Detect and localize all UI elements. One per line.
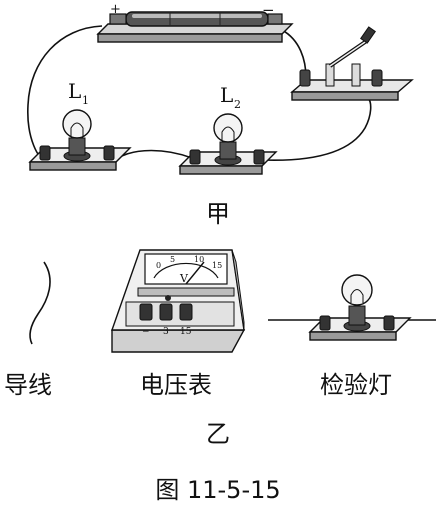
label-voltmeter: 电压表 (140, 371, 212, 399)
lamp-l2 (178, 113, 278, 175)
meter-terminal-3: 3 (163, 327, 169, 337)
voltmeter (111, 249, 246, 353)
lamp-l1-subscript: 1 (82, 94, 89, 107)
meter-tick-10: 10 (194, 255, 204, 264)
lamp-l2-label: L (220, 83, 233, 107)
test-lamp (308, 274, 412, 341)
meter-tick-15: 15 (212, 261, 222, 270)
meter-tick-5: 5 (170, 255, 175, 264)
label-wire: 导线 (4, 371, 52, 399)
switch (290, 26, 414, 101)
meter-tick-0: 0 (156, 261, 161, 270)
meter-terminal-negative: − (142, 327, 150, 337)
battery-positive-sign: + (110, 2, 121, 17)
caption-yi: 乙 (206, 420, 230, 448)
lamp-l2-subscript: 2 (234, 98, 241, 111)
lamp-l1-label: L (68, 79, 81, 103)
battery-negative-sign: − (262, 1, 275, 19)
battery (96, 11, 294, 43)
label-test-lamp: 检验灯 (320, 371, 392, 399)
meter-unit: V (179, 272, 189, 285)
figure-caption: 图 11-5-15 (155, 476, 280, 504)
caption-jia: 甲 (206, 200, 230, 228)
wire-sample (29, 261, 51, 345)
lamp-l1 (28, 109, 132, 171)
meter-terminal-15: 15 (180, 327, 192, 337)
